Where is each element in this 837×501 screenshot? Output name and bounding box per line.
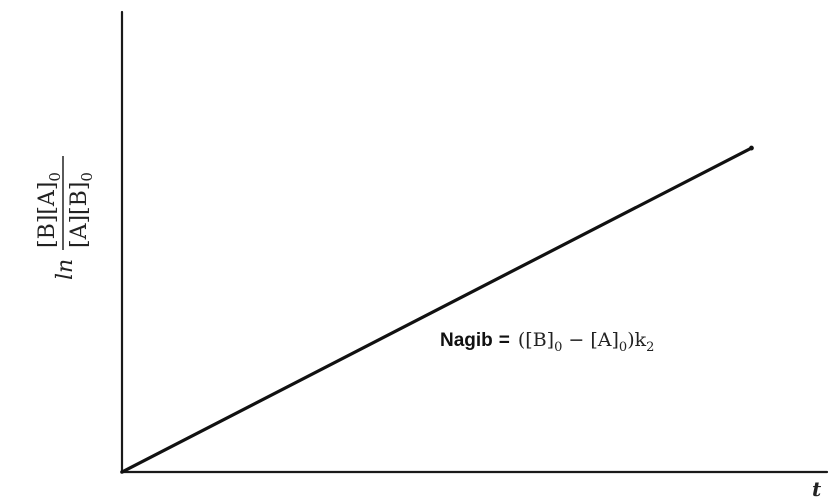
data-point-start [120,470,124,474]
y-label-denominator: [A][B]0 [67,172,96,248]
y-label-numerator: [B][A]0 [35,172,64,248]
y-axis-label: ln [B][A]0 [A][B]0 [35,156,96,280]
x-axis-label: t [812,477,822,501]
series-line [120,146,754,474]
data-point-end [749,145,754,151]
slope-annotation: Nagib=([B]0 − [A]0)k2 [440,329,654,355]
y-label-prefix: ln [53,259,78,280]
